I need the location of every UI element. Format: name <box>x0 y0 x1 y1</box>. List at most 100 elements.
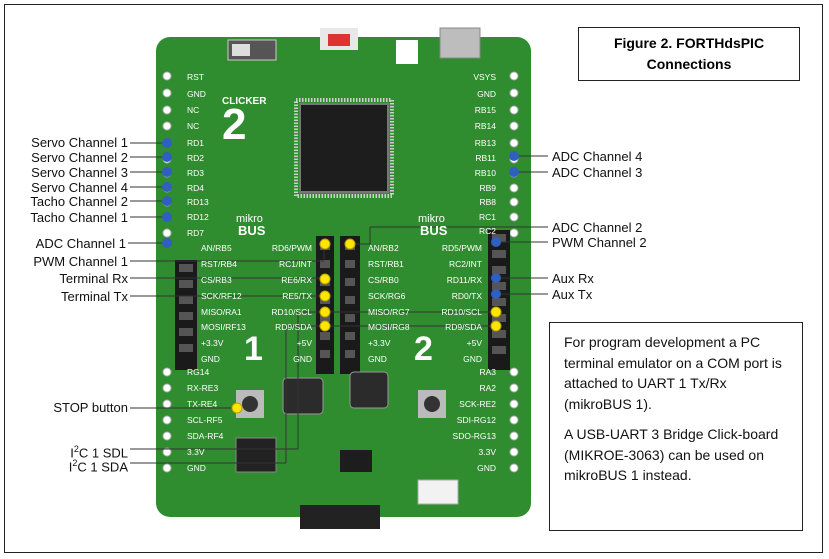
pin-ra2: RA2 <box>479 383 496 393</box>
blue-markers <box>162 138 519 299</box>
figure-title-box: Figure 2. FORTHdsPIC Connections <box>578 27 800 81</box>
pin-scl-rf5: SCL-RF5 <box>187 415 223 425</box>
clicker-text: CLICKER <box>222 96 267 107</box>
mb2-5v: +5V <box>466 338 482 348</box>
pin-ra3: RA3 <box>479 367 496 377</box>
mb1-rx: RE6/RX <box>281 275 312 285</box>
mb2-int: RC2/INT <box>448 259 482 269</box>
clicker-number: 2 <box>222 100 247 149</box>
label-terminal-rx: Terminal Rx <box>59 271 128 286</box>
pin-sdo-rg13: SDO-RG13 <box>452 431 496 441</box>
pin-sdi-rg12: SDI-RG12 <box>456 415 496 425</box>
pin-rb14: RB14 <box>474 121 496 131</box>
mb1-scl: RD10/SCL <box>271 307 312 317</box>
pin-tx-re4: TX-RE4 <box>187 399 218 409</box>
mb1-gnd-r: GND <box>293 354 312 364</box>
mb2-sck: SCK/RG6 <box>368 291 406 301</box>
pin-rd1: RD1 <box>187 138 205 148</box>
usb-connector <box>439 27 481 59</box>
pin-3v3-left: 3.3V <box>187 447 205 457</box>
label-aux-tx: Aux Tx <box>552 287 593 302</box>
pin-rx-re3: RX-RE3 <box>187 383 219 393</box>
mb1-int: RC1/INT <box>278 259 312 269</box>
label-pwm-1: PWM Channel 1 <box>33 254 128 269</box>
mb1-rst: RST/RB4 <box>201 259 237 269</box>
leader-lines <box>128 142 548 464</box>
mb1-pwm: RD6/PWM <box>271 243 312 253</box>
pin-rd3: RD3 <box>187 168 205 178</box>
label-i2c-sda: I2C 1 SDA <box>68 458 128 475</box>
bus-text-1: BUS <box>238 223 266 238</box>
label-stop-button: STOP button <box>53 400 128 415</box>
mb2-sda: RD9/SDA <box>445 322 482 332</box>
mikroe-logo <box>396 40 418 64</box>
label-servo-3: Servo Channel 3 <box>31 165 128 180</box>
pin-rd2: RD2 <box>187 153 205 163</box>
mb2-rst: RST/RB1 <box>368 259 404 269</box>
pin-rb11: RB11 <box>475 153 496 163</box>
pin-gnd-right: GND <box>477 463 496 473</box>
mikrobus-2-number: 2 <box>414 330 433 368</box>
figure-title-line-1: Figure 2. FORTHdsPIC <box>613 35 765 51</box>
pin-gnd: GND <box>187 89 206 99</box>
mb2-tx: RD0/TX <box>451 291 482 301</box>
label-tacho-2: Tacho Channel 2 <box>30 194 128 209</box>
pin-rd4: RD4 <box>187 183 205 193</box>
pin-vsys: VSYS <box>473 72 496 82</box>
mb1-sck: SCK/RF12 <box>201 291 242 301</box>
pin-rd7: RD7 <box>187 228 205 238</box>
mb1-tx: RE5/TX <box>282 291 312 301</box>
pin-rb9: RB9 <box>479 183 496 193</box>
label-tacho-1: Tacho Channel 1 <box>30 210 128 225</box>
label-servo-4: Servo Channel 4 <box>31 180 128 195</box>
label-i2c-sdl: I2C 1 SDL <box>70 444 128 461</box>
mikro-text-1: mikro <box>236 213 263 225</box>
mb1-gnd: GND <box>201 354 220 364</box>
mb2-3v3: +3.3V <box>368 338 391 348</box>
mb2-miso: MISO/RG7 <box>368 307 410 317</box>
regulator <box>235 437 277 473</box>
pin-rb10: RB10 <box>474 168 496 178</box>
mb2-pwm: RD5/PWM <box>441 243 482 253</box>
yellow-markers <box>231 238 502 414</box>
label-servo-2: Servo Channel 2 <box>31 150 128 165</box>
mb2-scl: RD10/SCL <box>441 307 482 317</box>
label-terminal-tx: Terminal Tx <box>61 289 128 304</box>
figure-frame <box>4 4 823 553</box>
pin-rd12: RD12 <box>187 212 209 222</box>
mb1-3v3: +3.3V <box>201 338 224 348</box>
note-box: For program development a PC terminal em… <box>549 322 803 531</box>
battery-connector <box>417 479 459 505</box>
pin-gnd-r: GND <box>477 89 496 99</box>
label-servo-1: Servo Channel 1 <box>31 135 128 150</box>
bus-text-2: BUS <box>420 223 448 238</box>
mb2-gnd-r: GND <box>463 354 482 364</box>
pin-rb8: RB8 <box>479 197 496 207</box>
mikrobus-1-number: 1 <box>244 330 263 368</box>
pin-rg14: RG14 <box>187 367 210 377</box>
pin-gnd-left: GND <box>187 463 206 473</box>
bottom-header <box>300 505 380 529</box>
label-pwm-2: PWM Channel 2 <box>552 235 647 250</box>
mb1-mosi: MOSI/RF13 <box>201 322 246 332</box>
mb2-gnd: GND <box>368 354 387 364</box>
mb2-cs: CS/RB0 <box>368 275 399 285</box>
mb2-mosi: MOSI/RG8 <box>368 322 410 332</box>
mb1-5v: +5V <box>296 338 312 348</box>
pin-nc-2: NC <box>187 121 200 131</box>
pin-3v3-right: 3.3V <box>478 447 497 457</box>
label-adc-1: ADC Channel 1 <box>35 236 126 251</box>
u2-chip <box>340 450 372 472</box>
label-aux-rx: Aux Rx <box>552 271 594 286</box>
pin-nc-1: NC <box>187 105 200 115</box>
figure-title-line-2: Connections <box>646 56 732 72</box>
mcu-chip <box>299 103 389 193</box>
mb1-cs: CS/RB3 <box>201 275 232 285</box>
mb1-an: AN/RB5 <box>201 243 232 253</box>
label-adc-3: ADC Channel 3 <box>552 165 643 180</box>
pin-rd13: RD13 <box>187 197 209 207</box>
mb2-rx: RD11/RX <box>446 275 482 285</box>
pin-sck-re2: SCK-RE2 <box>459 399 496 409</box>
inductor-2 <box>349 371 389 409</box>
